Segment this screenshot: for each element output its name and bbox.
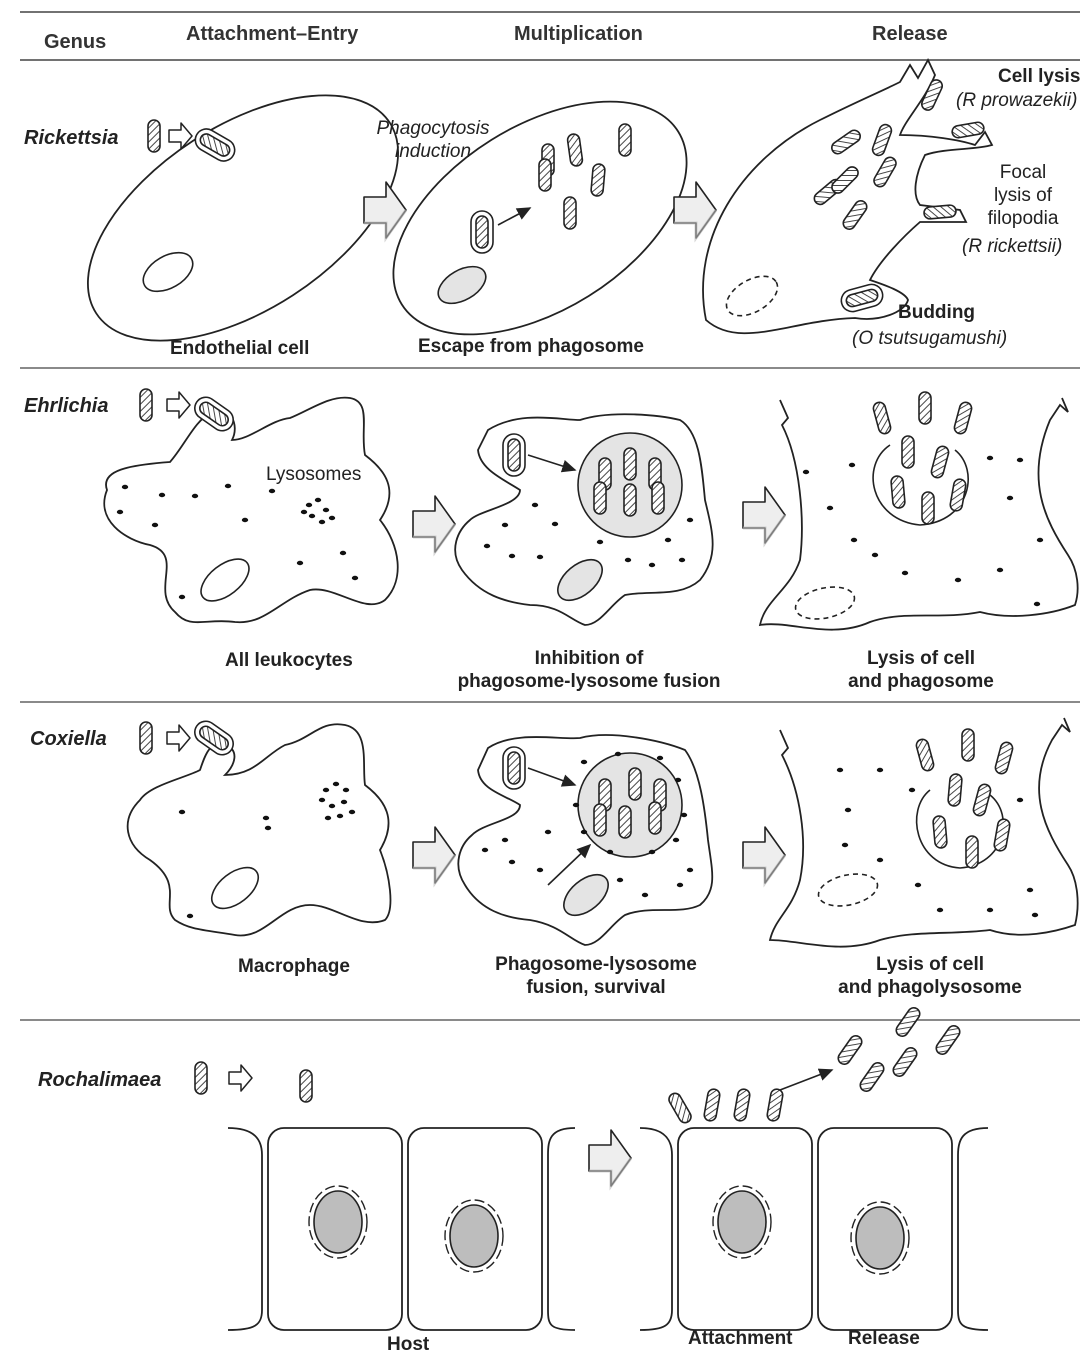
rochalimaea-row: [195, 1005, 988, 1330]
leukocyte-cell: [104, 398, 397, 623]
step-arrow-icon: [743, 827, 785, 883]
step-arrow-icon: [589, 1130, 631, 1186]
inhibition-line-1: Inhibition of: [444, 648, 734, 671]
header-release: Release: [872, 22, 948, 46]
header-attachment-entry: Attachment–Entry: [186, 22, 358, 46]
caption-release: Release: [848, 1328, 920, 1351]
phagocytosis-line-1: Phagocytosis: [368, 118, 498, 141]
coxiella-row: [128, 717, 1078, 947]
phagocytosis-label: Phagocytosis induction: [368, 118, 498, 164]
bacterium-icon: [148, 120, 160, 152]
caption-fusion-survival: Phagosome-lysosome fusion, survival: [486, 954, 706, 1000]
step-arrow-icon: [413, 827, 455, 883]
ehrlichia-row: [104, 389, 1077, 630]
label-r-rickettsii: (R rickettsii): [962, 236, 1062, 259]
fusion-line-2: fusion, survival: [486, 977, 706, 1000]
header-multiplication: Multiplication: [514, 22, 643, 46]
macrophage-cell: [128, 724, 391, 935]
step-arrow-icon: [743, 487, 785, 543]
caption-macrophage: Macrophage: [238, 956, 350, 979]
bacterium-icon: [195, 1062, 207, 1094]
phagolysosome-line-2: and phagolysosome: [820, 977, 1040, 1000]
lysis-line-2: and phagosome: [836, 671, 1006, 694]
fusion-line-1: Phagosome-lysosome: [486, 954, 706, 977]
caption-all-leukocytes: All leukocytes: [225, 650, 353, 673]
caption-inhibition: Inhibition of phagosome-lysosome fusion: [444, 648, 734, 694]
label-focal-lysis: Focal lysis of filopodia: [968, 162, 1078, 230]
phagocytosis-line-2: induction: [368, 141, 498, 164]
genus-label-ehrlichia: Ehrlichia: [24, 394, 108, 418]
lysis-line-1: Lysis of cell: [836, 648, 1006, 671]
step-arrow-icon: [413, 496, 455, 552]
focal-line-1: Focal: [968, 162, 1078, 185]
caption-lysis-phagolysosome: Lysis of cell and phagolysosome: [820, 954, 1040, 1000]
label-lysosomes: Lysosomes: [266, 464, 361, 487]
label-cell-lysis: Cell lysis: [998, 66, 1080, 89]
header-genus: Genus: [44, 30, 106, 54]
endothelial-cell-infected: [353, 54, 727, 383]
entry-arrow-icon: [167, 392, 190, 418]
caption-attachment: Attachment: [688, 1328, 793, 1351]
label-r-prowazekii: (R prowazekii): [956, 90, 1077, 113]
bacterium-icon: [140, 389, 152, 421]
label-o-tsutsugamushi: (O tsutsugamushi): [852, 328, 1007, 351]
caption-endothelial-cell: Endothelial cell: [170, 338, 309, 361]
phagolysosome-line-1: Lysis of cell: [820, 954, 1040, 977]
focal-line-3: filopodia: [968, 208, 1078, 231]
phagosome-icon: [471, 211, 493, 253]
focal-line-2: lysis of: [968, 185, 1078, 208]
genus-label-coxiella: Coxiella: [30, 727, 107, 751]
inhibition-line-2: phagosome-lysosome fusion: [444, 671, 734, 694]
caption-host: Host: [387, 1334, 429, 1357]
caption-lysis-phagosome: Lysis of cell and phagosome: [836, 648, 1006, 694]
entry-arrow-icon: [229, 1065, 252, 1091]
entry-arrow-icon: [167, 725, 190, 751]
bacterium-icon: [140, 722, 152, 754]
caption-escape-from-phagosome: Escape from phagosome: [418, 336, 644, 359]
genus-label-rochalimaea: Rochalimaea: [38, 1068, 161, 1092]
label-budding: Budding: [898, 302, 975, 325]
genus-label-rickettsia: Rickettsia: [24, 126, 119, 150]
